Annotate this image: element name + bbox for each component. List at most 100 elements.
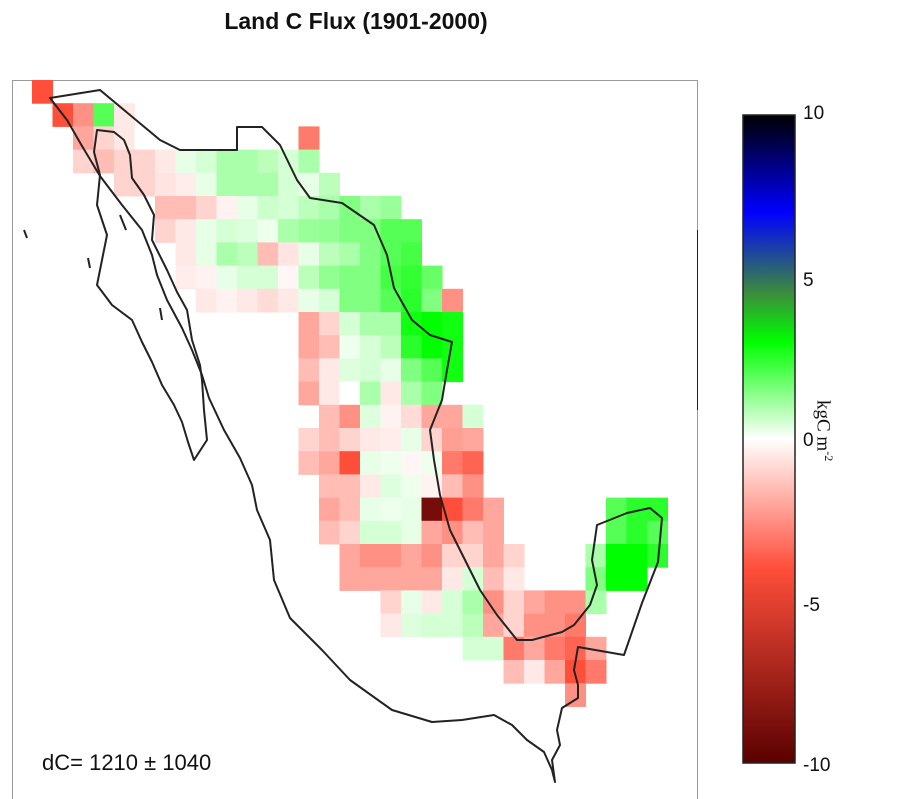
flux-cell — [319, 474, 340, 499]
flux-cell — [298, 312, 320, 336]
flux-cell — [360, 451, 381, 475]
flux-cell — [401, 428, 422, 452]
flux-cell — [647, 497, 668, 522]
flux-cell — [585, 544, 607, 568]
flux-cell — [319, 172, 340, 197]
flux-cell — [134, 126, 156, 151]
flux-cell — [544, 613, 566, 638]
flux-cell — [339, 567, 361, 591]
flux-cell — [401, 381, 422, 406]
flux-cell — [462, 567, 484, 591]
flux-cell — [503, 590, 525, 615]
flux-cell — [442, 428, 463, 452]
flux-cell — [544, 660, 566, 684]
flux-cell — [339, 451, 361, 475]
flux-cell — [421, 335, 443, 359]
flux-cell — [319, 219, 340, 243]
flux-cell — [114, 126, 135, 151]
flux-cell — [380, 567, 402, 591]
flux-cell — [606, 567, 627, 591]
flux-cell — [360, 242, 381, 267]
flux-cell — [216, 172, 238, 197]
flux-cell — [380, 335, 402, 359]
flux-cell — [196, 219, 217, 243]
flux-cell — [237, 149, 258, 174]
flux-cell — [462, 474, 484, 499]
flux-cell — [339, 358, 361, 383]
flux-cell — [442, 497, 463, 522]
flux-cell — [257, 242, 279, 267]
flux-cell — [483, 567, 504, 591]
flux-cell — [585, 636, 607, 661]
flux-cell — [442, 520, 463, 545]
flux-cell — [503, 567, 525, 591]
flux-cell — [585, 590, 607, 615]
flux-cell — [175, 149, 197, 174]
flux-cell — [524, 590, 545, 615]
flux-cell — [216, 196, 238, 220]
flux-cell — [442, 312, 463, 336]
flux-cell — [380, 242, 402, 267]
flux-cell — [196, 242, 217, 267]
flux-cell — [524, 660, 545, 684]
flux-cell — [421, 567, 443, 591]
flux-cell — [73, 126, 94, 151]
flux-cell — [257, 288, 279, 313]
flux-cell — [380, 520, 402, 545]
country-outline — [23, 89, 698, 783]
colorbar-tick-10: 10 — [803, 103, 825, 124]
flux-cell — [380, 613, 402, 638]
flux-cell — [73, 103, 94, 127]
flux-cell — [626, 520, 648, 545]
flux-cell — [339, 288, 361, 313]
flux-cell — [319, 335, 340, 359]
flux-cell — [360, 428, 381, 452]
baja-outline — [93, 129, 208, 461]
flux-cell — [442, 288, 463, 313]
flux-cell — [380, 404, 402, 429]
flux-cell — [524, 613, 545, 638]
flux-cell — [360, 567, 381, 591]
flux-cell — [380, 381, 402, 406]
flux-cell — [524, 636, 545, 661]
flux-cell — [421, 520, 443, 545]
flux-cell — [380, 544, 402, 568]
flux-cell — [360, 520, 381, 545]
flux-cell — [606, 520, 627, 545]
flux-cell — [319, 520, 340, 545]
flux-cell — [216, 219, 238, 243]
flux-cell — [626, 544, 648, 568]
flux-cell — [647, 544, 668, 568]
flux-cell — [175, 196, 197, 220]
flux-cell — [237, 242, 258, 267]
flux-cell — [278, 172, 299, 197]
flux-cell — [483, 520, 504, 545]
flux-cell — [155, 149, 176, 174]
colorbar-svg — [742, 114, 796, 764]
flux-cell — [175, 172, 197, 197]
flux-cell — [155, 219, 176, 243]
colorbar-tick-0: 0 — [803, 430, 814, 451]
flux-cell — [278, 242, 299, 267]
flux-cell — [298, 149, 320, 174]
flux-cell — [339, 544, 361, 568]
flux-cell — [401, 265, 422, 290]
flux-cell — [360, 219, 381, 243]
flux-cell — [401, 312, 422, 336]
flux-cell — [380, 312, 402, 336]
total-flux-annotation: dC= 1210 ± 1040 — [42, 750, 212, 775]
flux-cell — [360, 288, 381, 313]
flux-cell — [380, 196, 402, 220]
flux-cell — [380, 497, 402, 522]
flux-cell — [442, 590, 463, 615]
flux-cell — [380, 219, 402, 243]
flux-cell — [421, 590, 443, 615]
flux-cell — [462, 520, 484, 545]
flux-cell — [257, 265, 279, 290]
flux-cell — [216, 242, 238, 267]
flux-cell — [462, 613, 484, 638]
flux-cell — [401, 358, 422, 383]
flux-cell — [298, 335, 320, 359]
flux-cell — [442, 451, 463, 475]
colorbar-gradient — [742, 114, 796, 764]
